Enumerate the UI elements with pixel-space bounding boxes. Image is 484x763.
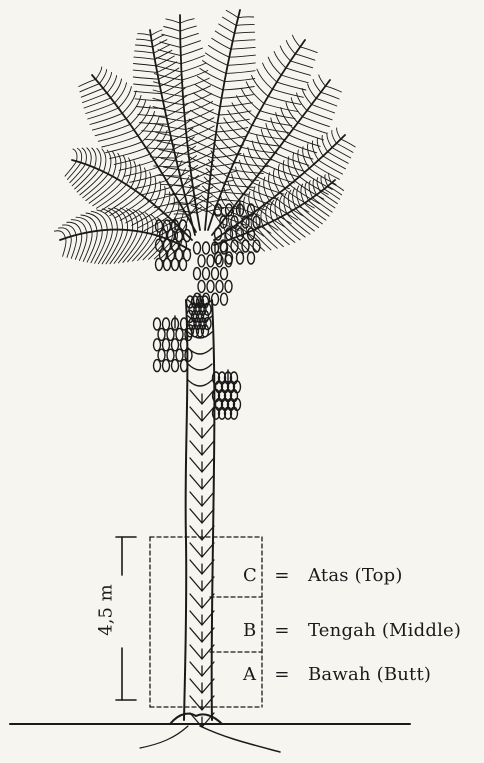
section-letter: B: [243, 620, 267, 641]
fruit-bunch: [213, 370, 241, 419]
palm-fronds: [54, 10, 355, 264]
height-dimension-line: [116, 537, 136, 700]
section-letter: A: [243, 664, 267, 685]
equals-sign: =: [272, 620, 292, 641]
section-letter: C: [243, 565, 267, 586]
section-name: Tengah (Middle): [308, 620, 461, 641]
fruit-bunches: [154, 202, 261, 419]
frond: [54, 208, 190, 264]
ground-line: [10, 714, 410, 752]
palm-trunk: [184, 300, 214, 727]
equals-sign: =: [272, 565, 292, 586]
equals-sign: =: [272, 664, 292, 685]
section-name: Atas (Top): [308, 565, 403, 586]
section-name: Bawah (Butt): [308, 664, 431, 685]
height-label: 4,5 m: [96, 580, 117, 639]
fruit-bunch: [187, 294, 212, 337]
